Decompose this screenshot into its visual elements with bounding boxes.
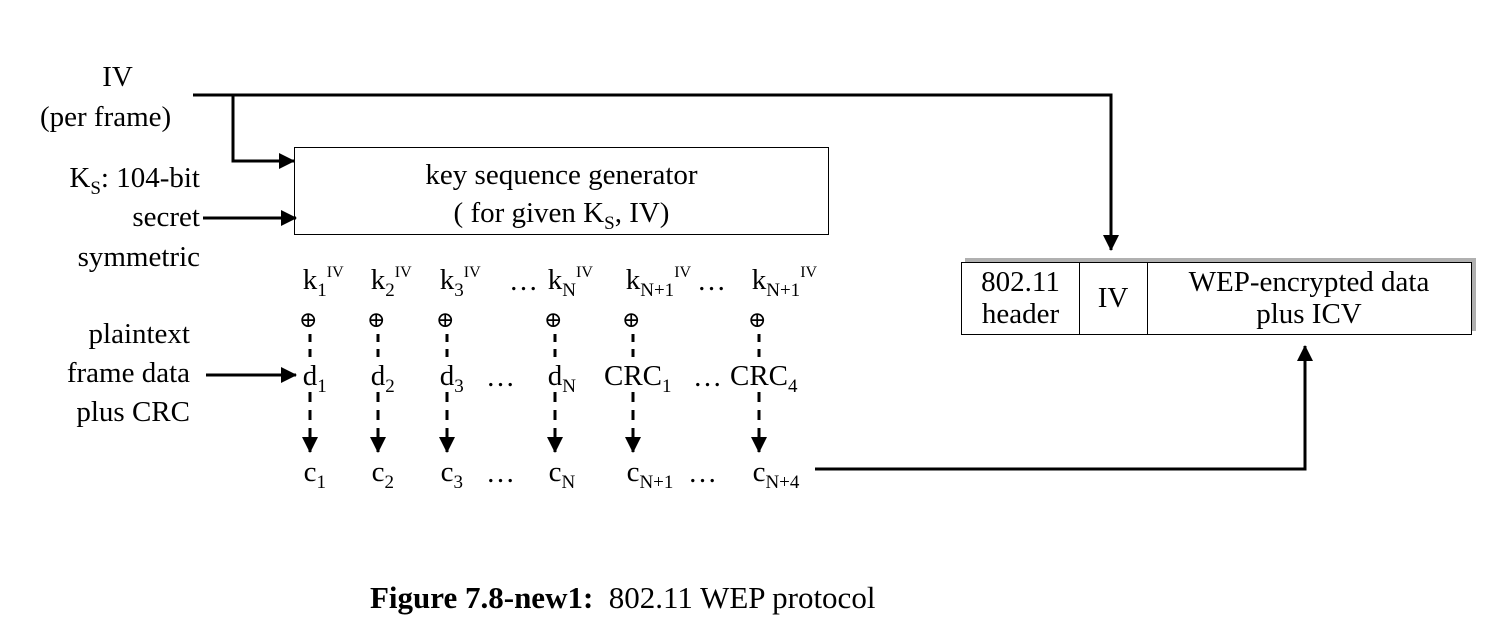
keystream-ellipsis-1: … (509, 265, 538, 297)
plaintext-ellipsis-1: … (486, 361, 515, 393)
keystream-symbol-4: kNIV (547, 264, 593, 301)
ciphertext-to-frame-arrow (815, 345, 1313, 471)
generator-title: key sequence generator (425, 159, 698, 191)
ciphertext-symbol-6: cN+4 (752, 456, 800, 493)
plaintext-symbol-3: d3 (439, 360, 464, 397)
iv-to-generator-arrow (231, 95, 295, 169)
xor-icon: ⊕ (299, 307, 318, 332)
frame-iv-field: IV (1079, 263, 1148, 334)
figure-caption: Figure 7.8-new1: 802.11 WEP protocol (370, 582, 875, 613)
plaintext-frame-data-label: frame data (66, 357, 190, 389)
keystream-ellipsis-2: … (697, 265, 726, 297)
symbol-columns (302, 334, 767, 453)
plaintext-symbol-2: d2 (370, 360, 395, 397)
xor-icon: ⊕ (367, 307, 386, 332)
keystream-symbol-6: kN+1IV (751, 264, 818, 301)
plaintext-symbol-5: CRC1 (603, 360, 672, 397)
ciphertext-symbol-3: c3 (440, 456, 463, 493)
key-secret-label: secret (132, 201, 200, 233)
iv-label: IV (102, 61, 133, 93)
plaintext-symbol-1: d1 (302, 360, 327, 397)
ciphertext-symbol-5: cN+1 (626, 456, 674, 493)
xor-icon: ⊕ (436, 307, 455, 332)
key-label: KS: 104-bit (69, 162, 200, 199)
caption-text: 802.11 WEP protocol (608, 580, 876, 615)
keystream-symbol-2: k2IV (370, 264, 412, 301)
ciphertext-symbol-2: c2 (371, 456, 394, 493)
iv-per-frame-label: (per frame) (40, 101, 172, 133)
ciphertext-ellipsis-2: … (688, 457, 717, 489)
ciphertext-ellipsis-1: … (486, 457, 515, 489)
keystream-symbol-5: kN+1IV (625, 264, 692, 301)
xor-icon: ⊕ (544, 307, 563, 332)
caption-label: Figure 7.8-new1: (370, 580, 594, 615)
plaintext-plus-crc-label: plus CRC (76, 396, 190, 428)
xor-icon: ⊕ (622, 307, 641, 332)
iv-to-frame-arrow (193, 93, 1119, 251)
keystream-symbol-1: k1IV (302, 264, 344, 301)
key-sequence-generator: key sequence generator ( for given KS, I… (294, 147, 829, 235)
plaintext-symbol-6: CRC4 (729, 360, 798, 397)
xor-icon: ⊕ (748, 307, 767, 332)
plaintext-label: plaintext (88, 318, 190, 350)
ciphertext-symbol-1: c1 (303, 456, 326, 493)
generator-subtitle: ( for given KS, IV) (453, 197, 670, 234)
key-symmetric-label: symmetric (77, 241, 200, 273)
plaintext-ellipsis-2: … (693, 361, 722, 393)
ciphertext-symbol-4: cN (548, 456, 576, 493)
keystream-symbol-3: k3IV (439, 264, 481, 301)
plaintext-symbol-4: dN (547, 360, 576, 397)
